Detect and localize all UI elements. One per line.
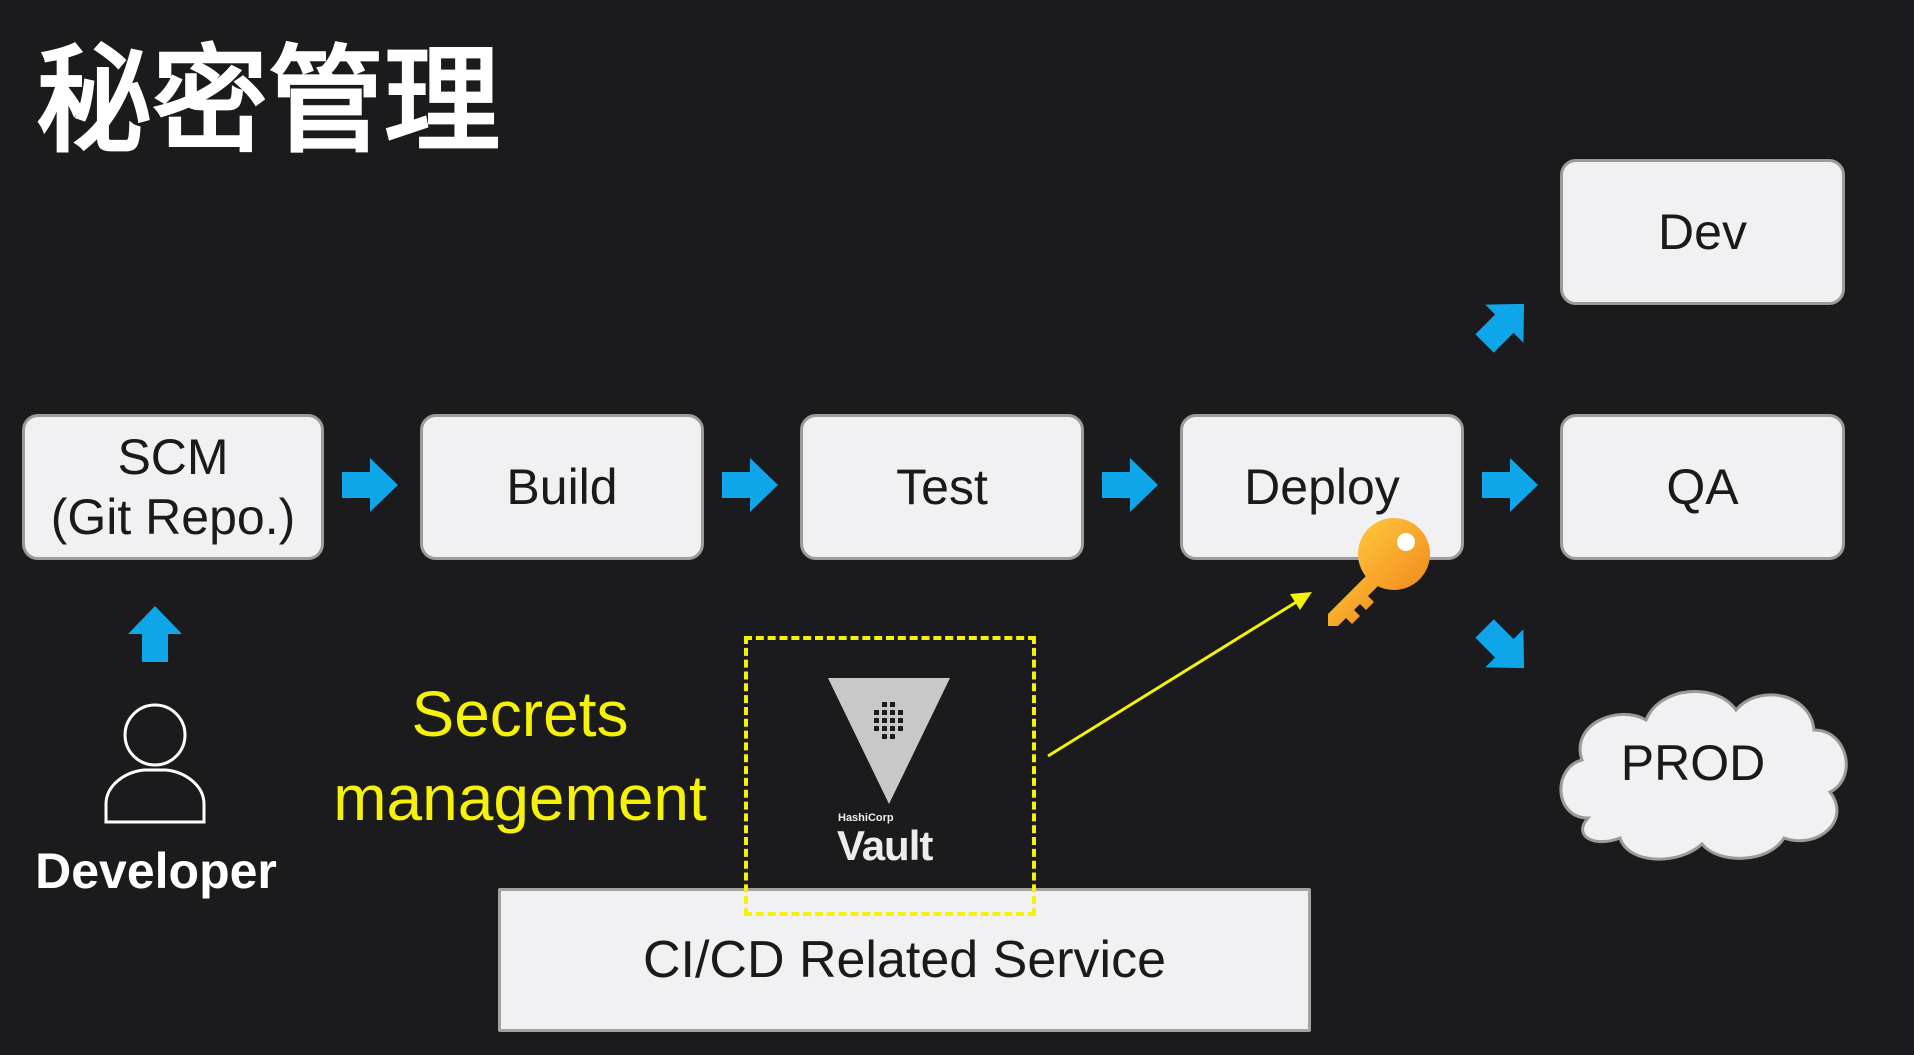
test-box: Test [800, 414, 1084, 560]
vault-highlight-frame [744, 636, 1036, 916]
dev-label: Dev [1658, 204, 1747, 260]
blue-arrow-icon [342, 458, 398, 512]
vault-triangle-logo-icon [828, 678, 950, 804]
deploy-label: Deploy [1244, 459, 1400, 515]
scm-label: SCM [117, 429, 229, 485]
blue-arrow-down-right-icon [1475, 619, 1525, 669]
qa-box: QA [1560, 414, 1845, 560]
slide-title: 秘密管理 [36, 34, 500, 169]
build-label: Build [506, 459, 618, 515]
vault-vendor-label: HashiCorp [838, 812, 894, 824]
person-outline-icon [104, 703, 206, 824]
blue-arrow-icon [1482, 458, 1538, 512]
scm-box: SCM (Git Repo.) [22, 414, 324, 560]
blue-arrow-up-icon [128, 606, 182, 662]
dev-box: Dev [1560, 159, 1845, 305]
vault-product-label: Vault [837, 822, 933, 869]
secrets-line-1: Secrets [411, 678, 629, 750]
key-icon [1328, 518, 1430, 626]
blue-arrow-icon [1102, 458, 1158, 512]
prod-label: PROD [1620, 735, 1766, 791]
secrets-management-label: Secrets management [300, 672, 740, 840]
developer-label: Developer [35, 843, 277, 899]
secrets-line-2: management [333, 762, 707, 834]
prod-cloud [1559, 690, 1848, 861]
blue-arrow-up-right-icon [1475, 303, 1525, 353]
scm-sublabel: (Git Repo.) [50, 489, 296, 545]
blue-arrow-icon [722, 458, 778, 512]
deploy-box: Deploy [1180, 414, 1464, 560]
test-label: Test [896, 459, 988, 515]
cicd-service-label: CI/CD Related Service [642, 930, 1167, 989]
qa-label: QA [1666, 459, 1739, 515]
build-box: Build [420, 414, 704, 560]
